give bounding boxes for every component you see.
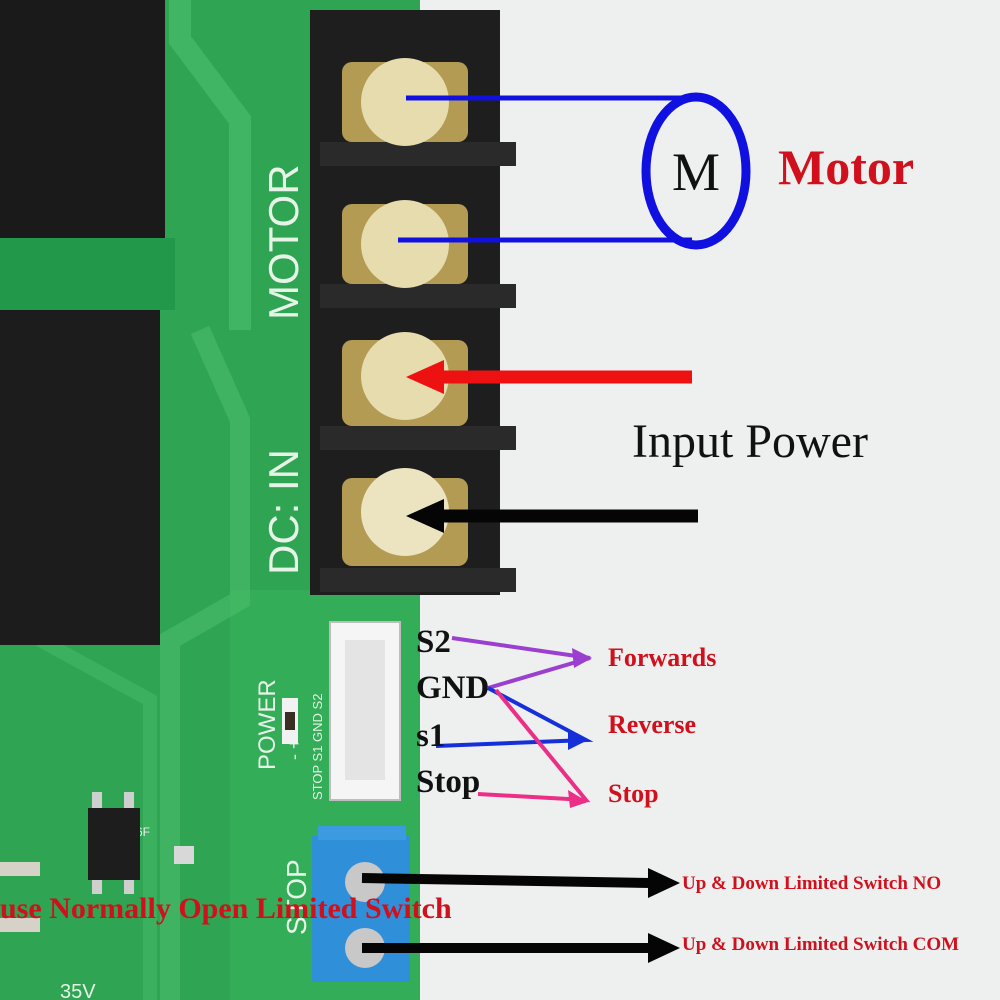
limit-switch-no-label: Up & Down Limited Switch NO: [682, 873, 942, 894]
limit-switch-terminal-top: [318, 826, 406, 840]
terminal-barrier: [320, 426, 516, 450]
chip-pin: [92, 880, 102, 894]
reverse-arrow-head: [568, 730, 588, 750]
function-label-stop: Stop: [608, 779, 659, 808]
motor-symbol-circle: [641, 92, 751, 250]
pcb-trace: [160, 325, 250, 1000]
bridge-rectifier-chip: [88, 808, 140, 880]
silkscreen-header: STOP S1 GND S2: [310, 694, 325, 800]
terminal-barrier: [320, 568, 516, 592]
positive-arrow-head: [406, 360, 444, 394]
relay-bottom: [0, 305, 160, 645]
motor-label: Motor: [778, 139, 915, 195]
pin-label-s1: s1: [416, 718, 446, 754]
relay-gap: [0, 238, 175, 310]
stop-line: [477, 688, 591, 803]
terminal-barrier: [320, 284, 516, 308]
forwards-arrow-head: [572, 648, 592, 668]
pin-label-s2: S2: [416, 624, 451, 660]
silkscreen-dc-in: DC: IN: [260, 449, 307, 575]
input-power-label: Input Power: [632, 415, 868, 468]
signal-header-slot: [345, 640, 385, 780]
function-label-forwards: Forwards: [608, 643, 717, 672]
limit-no-arrow-head: [648, 868, 680, 898]
stop-arrow-head: [568, 790, 588, 808]
power-led-body: [285, 712, 295, 730]
silkscreen-motor: MOTOR: [260, 164, 307, 320]
chip-pin: [92, 792, 102, 808]
motor-symbol-letter: M: [672, 142, 720, 202]
negative-arrow-head: [406, 499, 444, 533]
chip-pin: [124, 792, 134, 808]
limit-no-arrow-shaft: [361, 873, 651, 888]
pcb-trace: [169, 0, 251, 330]
smd-resistor: [0, 918, 40, 932]
silkscreen-voltage: 35V: [60, 981, 96, 1000]
smd-resistor: [0, 862, 40, 876]
silkscreen-power: POWER: [254, 679, 281, 770]
pin-label-gnd: GND: [416, 670, 490, 706]
terminal-screws: [342, 58, 468, 566]
silkscreen-stop: STOP: [281, 859, 312, 935]
smd-component: [174, 846, 194, 864]
relay-top: [0, 0, 165, 238]
terminal-barrier: [320, 142, 516, 166]
pcb-trace: [36, 633, 157, 1000]
limit-switch-note: use Normally Open Limited Switch: [0, 892, 452, 925]
limit-com-arrow-head: [648, 933, 680, 963]
function-label-reverse: Reverse: [608, 710, 697, 739]
chip-pin: [124, 880, 134, 894]
pin-label-stop: Stop: [416, 764, 481, 800]
limit-switch-com-label: Up & Down Limited Switch COM: [682, 934, 960, 955]
